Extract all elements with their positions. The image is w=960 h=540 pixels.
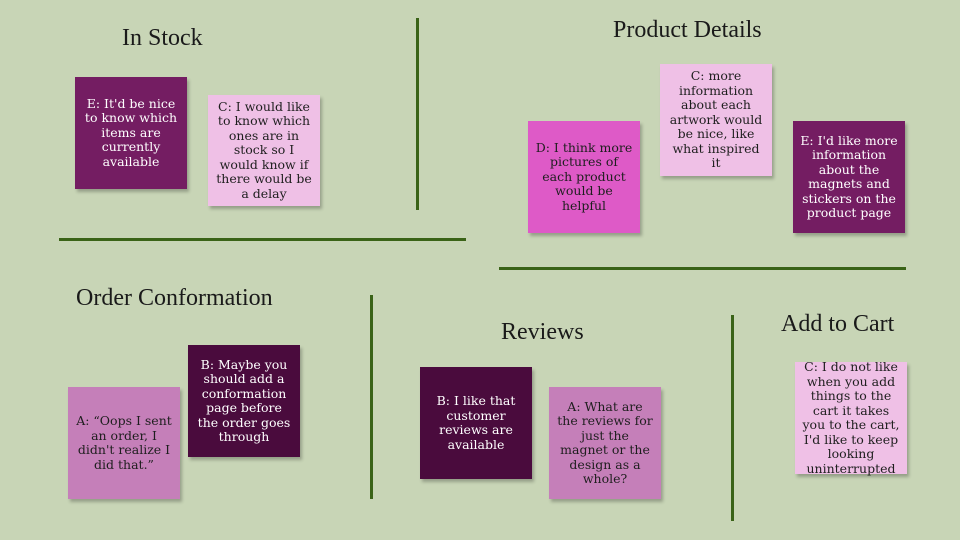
heading-order-confirmation: Order Conformation xyxy=(76,285,273,311)
sticky-note-reviews-a[interactable]: A: What are the reviews for just the mag… xyxy=(549,387,661,499)
note-text: C: I would like to know which ones are i… xyxy=(216,98,312,201)
note-text: B: Maybe you should add a conformation p… xyxy=(197,356,291,444)
sticky-note-in-stock-c[interactable]: C: I would like to know which ones are i… xyxy=(208,95,320,206)
sticky-note-in-stock-e[interactable]: E: It'd be nice to know which items are … xyxy=(75,77,187,189)
heading-add-to-cart: Add to Cart xyxy=(781,311,895,337)
heading-reviews: Reviews xyxy=(501,319,584,345)
note-text: E: I'd like more information about the m… xyxy=(800,132,898,220)
divider-horizontal-left xyxy=(59,238,466,241)
note-text: E: It'd be nice to know which items are … xyxy=(84,95,178,169)
note-text: D: I think more pictures of each product… xyxy=(535,139,633,213)
note-text: C: more information about each artwork w… xyxy=(669,68,763,171)
heading-product-details: Product Details xyxy=(613,17,762,43)
sticky-note-order-b[interactable]: B: Maybe you should add a conformation p… xyxy=(188,345,300,457)
sticky-note-reviews-b[interactable]: B: I like that customer reviews are avai… xyxy=(420,367,532,479)
sticky-note-product-c[interactable]: C: more information about each artwork w… xyxy=(660,64,772,176)
sticky-note-product-d[interactable]: D: I think more pictures of each product… xyxy=(528,121,640,233)
note-text: A: What are the reviews for just the mag… xyxy=(557,398,653,486)
sticky-note-product-e[interactable]: E: I'd like more information about the m… xyxy=(793,121,905,233)
note-text: B: I like that customer reviews are avai… xyxy=(436,393,516,452)
note-text: A: “Oops I sent an order, I didn't reali… xyxy=(76,413,172,472)
sticky-note-cart-c[interactable]: C: I do not like when you add things to … xyxy=(795,359,907,476)
divider-vertical-bottom-right xyxy=(731,315,734,521)
divider-horizontal-right xyxy=(499,267,906,270)
divider-vertical-top xyxy=(416,18,419,210)
note-text: C: I do not like when you add things to … xyxy=(802,359,900,476)
sticky-note-order-a[interactable]: A: “Oops I sent an order, I didn't reali… xyxy=(68,387,180,499)
divider-vertical-bottom-left xyxy=(370,295,373,499)
heading-in-stock: In Stock xyxy=(122,25,203,51)
